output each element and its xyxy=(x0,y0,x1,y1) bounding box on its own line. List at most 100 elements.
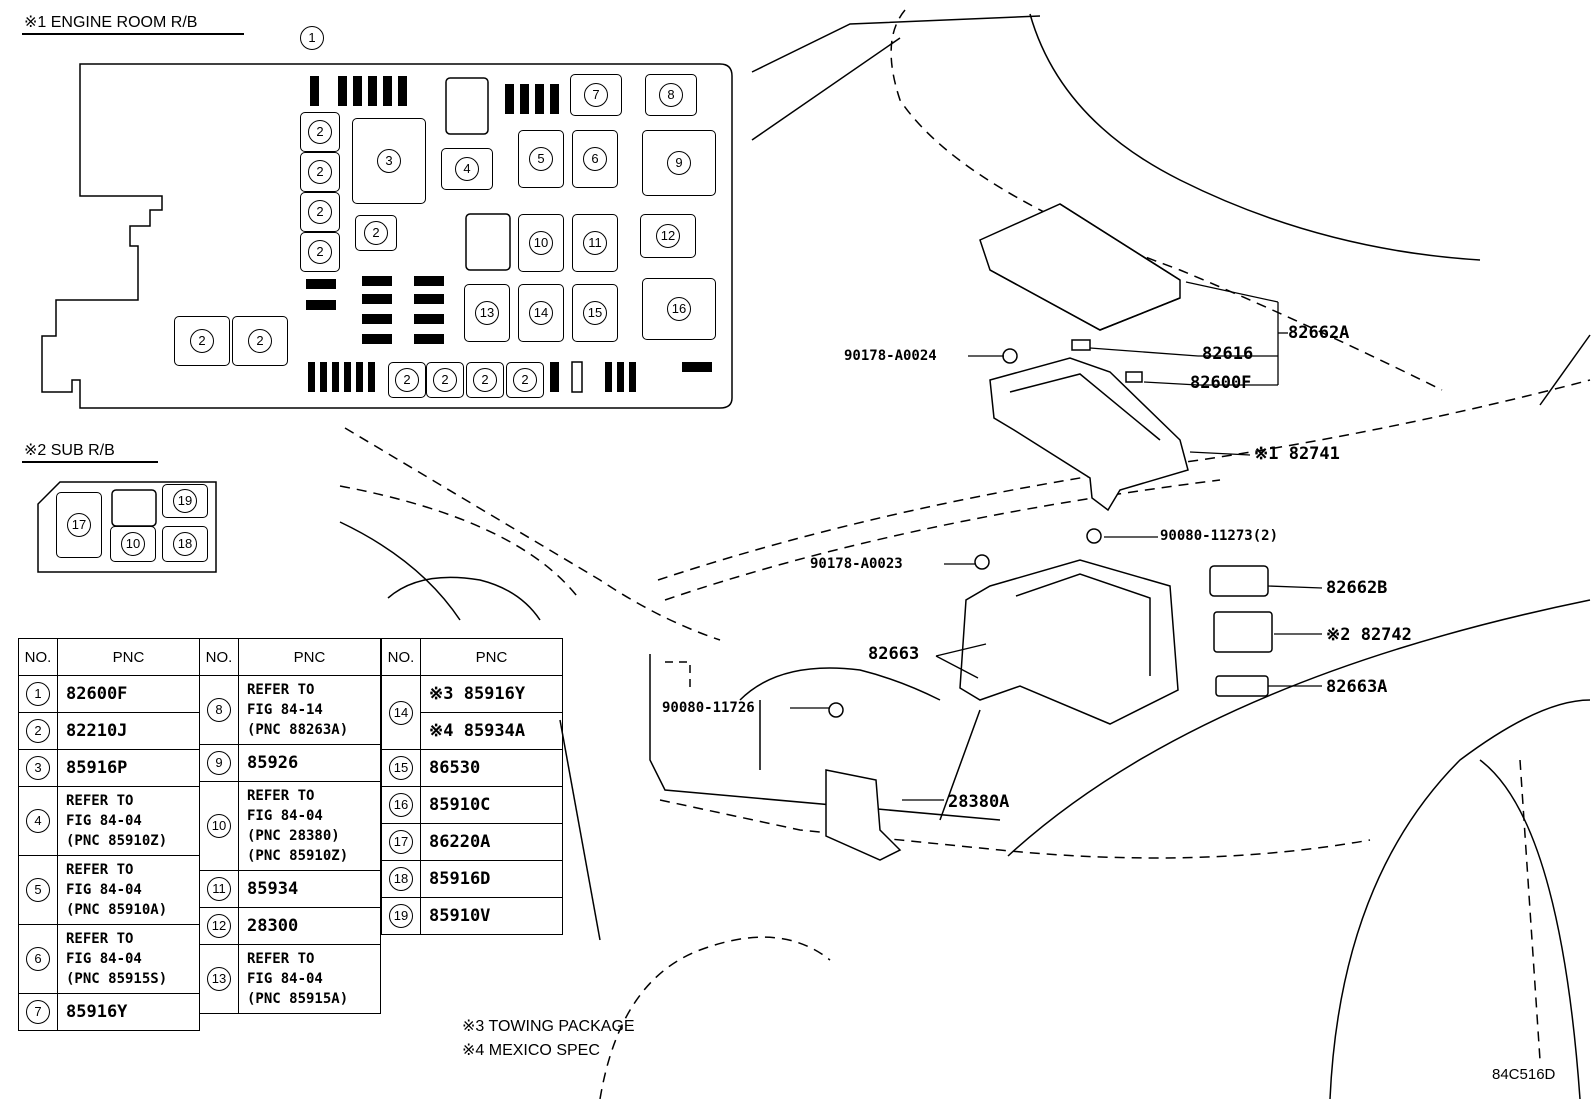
row-number: 5 xyxy=(18,855,58,925)
no-header: NO. xyxy=(381,638,421,676)
pnc-value: REFER TO FIG 84-04 (PNC 85915A) xyxy=(238,944,381,1014)
note-towing: ※3 TOWING PACKAGE xyxy=(462,1018,635,1035)
no-header: NO. xyxy=(18,638,58,676)
engine-slot-4-label: 4 xyxy=(455,157,479,181)
table-row: 18 85916D xyxy=(381,860,563,898)
engine-slot-2: 2 xyxy=(506,362,544,398)
pnc-value: 86530 xyxy=(420,749,563,787)
row-number: 13 xyxy=(199,944,239,1014)
engine-slot-12: 12 xyxy=(640,214,696,258)
row-number-circle: 3 xyxy=(26,756,50,780)
note-mexico: ※4 MEXICO SPEC xyxy=(462,1042,600,1059)
pnc-value: 28300 xyxy=(238,907,381,945)
part-82663A xyxy=(1215,675,1269,697)
pnc-value: 85926 xyxy=(238,744,381,782)
pnc-value: 85916D xyxy=(420,860,563,898)
table-row: 11 85934 xyxy=(199,870,381,908)
engine-slot-11-label: 11 xyxy=(583,231,607,255)
engine-slot-15: 15 xyxy=(572,284,618,342)
table-row: 15 86530 xyxy=(381,749,563,787)
part-82616 xyxy=(1071,339,1091,351)
engine-slot-2-label: 2 xyxy=(308,200,332,224)
sub-slot-19: 19 xyxy=(162,484,208,518)
bolt-90080-11273 xyxy=(1086,528,1102,544)
engine-room-rb-outline xyxy=(41,63,733,409)
sub-slot-10: 10 xyxy=(110,526,156,562)
row-number-circle: 4 xyxy=(26,809,50,833)
row-number-circle: 12 xyxy=(207,914,231,938)
pnc-value: REFER TO FIG 84-04 (PNC 85910A) xyxy=(57,855,200,925)
callout-circle-1: 1 xyxy=(300,26,324,50)
engine-slot-7-label: 7 xyxy=(584,83,608,107)
row-number: 16 xyxy=(381,786,421,824)
row-number: 4 xyxy=(18,786,58,856)
engine-slot-13: 13 xyxy=(464,284,510,342)
callout-82662A: 82662A xyxy=(1288,323,1350,343)
engine-slot-2: 2 xyxy=(232,316,288,366)
row-number: 17 xyxy=(381,823,421,861)
engine-slot-2: 2 xyxy=(426,362,464,398)
sub-slot-label: 17 xyxy=(67,513,91,537)
engine-slot-2: 2 xyxy=(300,232,340,272)
engine-slot-5-label: 5 xyxy=(529,147,553,171)
engine-slot-3-label: 3 xyxy=(377,149,401,173)
pnc-value: 86220A xyxy=(420,823,563,861)
engine-slot-2: 2 xyxy=(300,112,340,152)
row-number-circle: 6 xyxy=(26,947,50,971)
bolt-90080-11726 xyxy=(828,702,844,718)
engine-slot-14: 14 xyxy=(518,284,564,342)
engine-slot-10-label: 10 xyxy=(529,231,553,255)
engine-slot-8-label: 8 xyxy=(659,83,683,107)
row-number: 9 xyxy=(199,744,239,782)
engine-slot-2: 2 xyxy=(174,316,230,366)
engine-slot-9: 9 xyxy=(642,130,716,196)
bracket-tray xyxy=(959,559,1179,725)
row-number: 12 xyxy=(199,907,239,945)
part-28380A xyxy=(825,769,902,861)
leader-lines xyxy=(790,281,1323,801)
engine-slot-2: 2 xyxy=(300,152,340,192)
row-number-circle: 16 xyxy=(389,793,413,817)
engine-slot-2-label: 2 xyxy=(190,329,214,353)
engine-slot-2-label: 2 xyxy=(433,368,457,392)
row-number: 14 xyxy=(381,675,421,750)
row-number: 10 xyxy=(199,781,239,871)
pnc-value: REFER TO FIG 84-14 (PNC 88263A) xyxy=(238,675,381,745)
row-number-circle: 18 xyxy=(389,867,413,891)
table-row: ※4 85934A xyxy=(382,712,563,750)
engine-slot-7: 7 xyxy=(570,74,622,116)
row-number-circle: 11 xyxy=(207,877,231,901)
row-number: 2 xyxy=(18,712,58,750)
engine-slot-2: 2 xyxy=(466,362,504,398)
row-number: 3 xyxy=(18,749,58,787)
pnc-value: ※4 85934A xyxy=(420,712,563,750)
engine-slot-2-label: 2 xyxy=(395,368,419,392)
row-number-circle: 17 xyxy=(389,830,413,854)
pnc-value: REFER TO FIG 84-04 (PNC 28380) (PNC 8591… xyxy=(238,781,381,871)
engine-slot-10: 10 xyxy=(518,214,564,272)
engine-slot-2: 2 xyxy=(300,192,340,232)
engine-slot-2-label: 2 xyxy=(308,240,332,264)
engine-slot-2-label: 2 xyxy=(364,221,388,245)
engine-slot-2-label: 2 xyxy=(248,329,272,353)
row-number-circle: 19 xyxy=(389,904,413,928)
callout-82742: ※2 82742 xyxy=(1326,625,1412,645)
row-number-circle: 1 xyxy=(26,682,50,706)
relay-block xyxy=(989,357,1189,512)
sub-rb-header-underline xyxy=(22,461,158,463)
pnc-value: 85934 xyxy=(238,870,381,908)
row-number-circle: 15 xyxy=(389,756,413,780)
row-number-circle: 10 xyxy=(207,814,231,838)
callout-82741: ※1 82741 xyxy=(1254,444,1340,464)
engine-slot-8: 8 xyxy=(645,74,697,116)
engine-slot-2-label: 2 xyxy=(308,120,332,144)
sub-slot-label: 18 xyxy=(173,532,197,556)
engine-slot-14-label: 14 xyxy=(529,301,553,325)
engine-slot-9-label: 9 xyxy=(667,151,691,175)
